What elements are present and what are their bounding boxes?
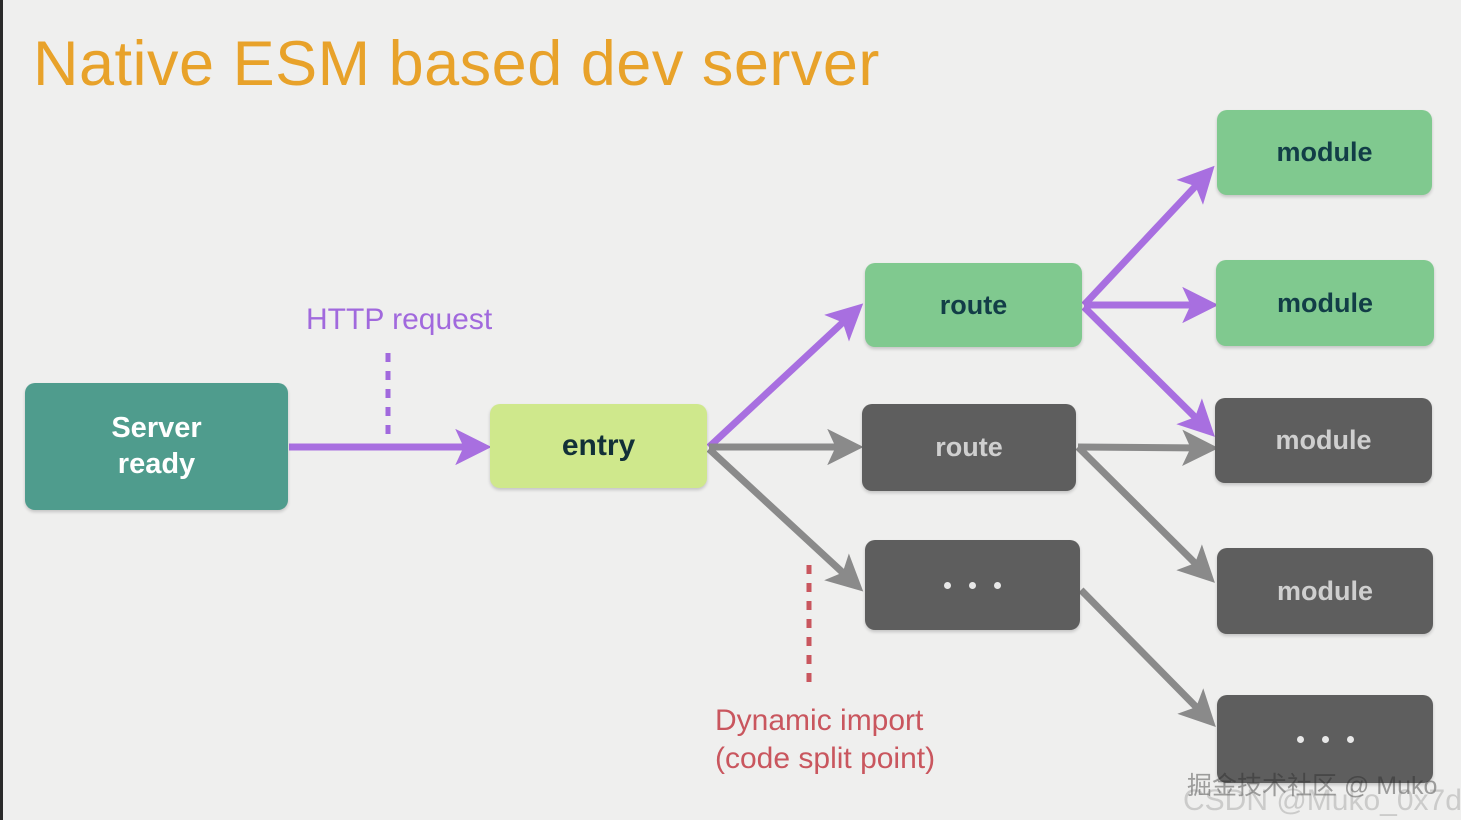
node-route-grey-label: route	[935, 432, 1003, 463]
node-server-ready-label: Server ready	[111, 412, 202, 480]
edge-ellipsis-to-bottom	[1078, 587, 1216, 727]
node-entry-label: entry	[561, 428, 636, 462]
node-module-2[interactable]: module	[1216, 260, 1434, 346]
ellipsis-dots-bottom	[1296, 735, 1354, 743]
node-ellipsis-bottom[interactable]	[1217, 695, 1433, 783]
edge-entry-to-route-green	[706, 303, 864, 450]
ellipsis-dots	[944, 581, 1001, 589]
node-module-3-label: module	[1275, 425, 1372, 456]
node-module-1-label: module	[1276, 137, 1373, 168]
edge-route-green-to-module-1	[1081, 165, 1215, 308]
annotation-dynamic-import: Dynamic import (code split point)	[715, 704, 936, 776]
node-module-1[interactable]: module	[1217, 110, 1432, 195]
node-ellipsis-middle[interactable]	[865, 540, 1080, 630]
node-module-4-label: module	[1276, 575, 1373, 606]
node-module-4[interactable]: module	[1217, 548, 1433, 634]
page-title: Native ESM based dev server	[33, 29, 880, 99]
node-route-green-label: route	[939, 289, 1008, 320]
edge-route-grey-to-module-4	[1075, 444, 1215, 583]
node-module-3[interactable]: module	[1215, 398, 1432, 483]
edge-route-grey-to-module-3	[1077, 429, 1219, 467]
node-route-grey[interactable]: route	[862, 404, 1076, 491]
edge-route-green-to-module-3	[1081, 304, 1215, 437]
node-entry[interactable]: entry	[490, 404, 707, 488]
node-server-ready[interactable]: Server ready	[25, 383, 288, 510]
node-route-green[interactable]: route	[865, 263, 1082, 347]
node-module-2-label: module	[1276, 287, 1373, 318]
annotation-http-request: HTTP request	[306, 303, 493, 336]
edge-entry-to-ellipsis	[706, 446, 864, 592]
edge-layer	[289, 165, 1219, 727]
